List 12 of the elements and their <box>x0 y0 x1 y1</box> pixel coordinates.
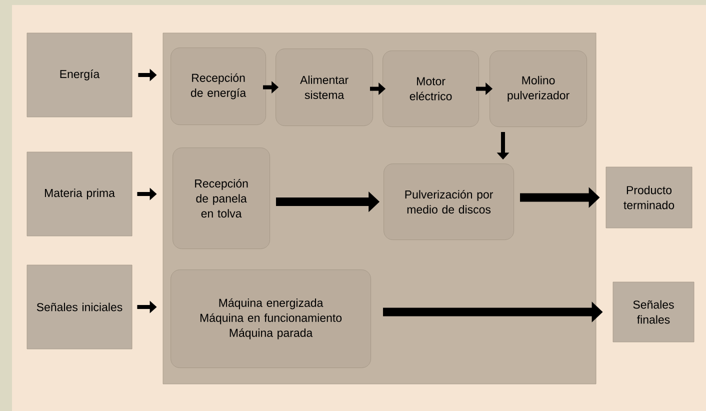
process-box: Máquina energizada Máquina en funcionamiento Máquina parada <box>170 270 371 368</box>
process-box: Molino pulverizador <box>490 50 587 127</box>
input-box: Señales finales <box>612 282 694 342</box>
process-box: Recepción de energía <box>170 48 266 125</box>
input-box: Señales iniciales <box>26 264 132 350</box>
process-box: Pulverización por medio de discos <box>384 164 514 240</box>
process-box: Alimentar sistema <box>276 48 373 126</box>
input-box: Materia prima <box>26 152 132 236</box>
input-box: Energía <box>26 32 132 118</box>
input-box: Producto terminado <box>606 166 692 228</box>
process-box: Motor eléctrico <box>382 50 479 127</box>
process-box: Recepción de panela en tolva <box>172 148 270 249</box>
